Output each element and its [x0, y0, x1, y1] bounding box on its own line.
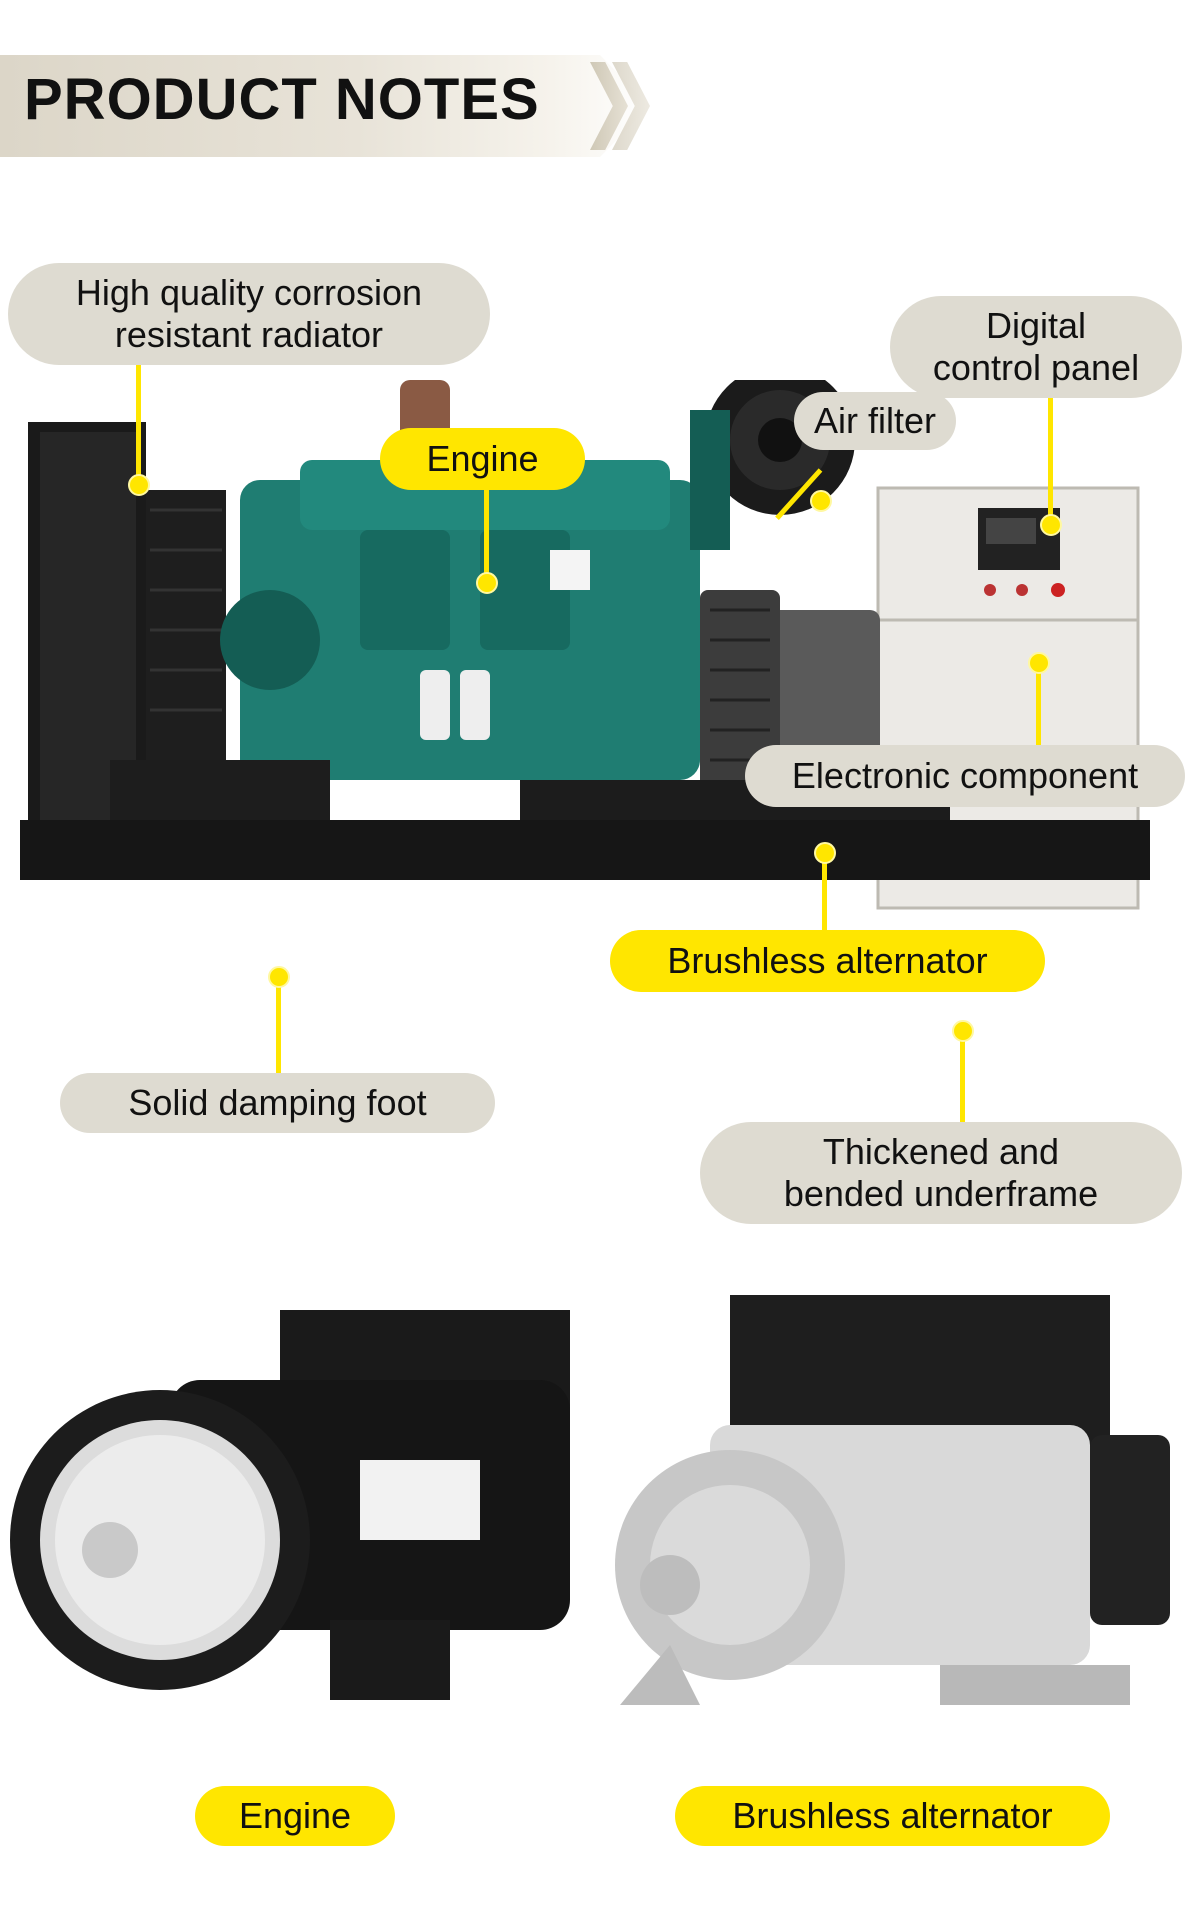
label-underframe: Thickened and bended underframe	[700, 1122, 1182, 1224]
leader-dot-radiator	[128, 474, 150, 496]
label-air-filter: Air filter	[794, 392, 956, 450]
leader-line-control-panel	[1048, 396, 1053, 516]
label-control-panel: Digital control panel	[890, 296, 1182, 398]
label-damping-foot: Solid damping foot	[60, 1073, 495, 1133]
label-engine: Engine	[380, 428, 585, 490]
leader-dot-damping-foot	[268, 966, 290, 988]
leader-dot-engine	[476, 572, 498, 594]
label-electronic-component: Electronic component	[745, 745, 1185, 807]
leader-line-underframe	[960, 1030, 965, 1125]
leader-dot-air-filter	[810, 490, 832, 512]
leader-dot-electronic	[1028, 652, 1050, 674]
leader-line-engine	[484, 490, 489, 580]
leader-line-alternator	[822, 850, 827, 935]
header-banner	[0, 55, 650, 157]
leader-dot-underframe	[952, 1020, 974, 1042]
label-brushless-alternator: Brushless alternator	[610, 930, 1045, 992]
label-radiator: High quality corrosion resistant radiato…	[8, 263, 490, 365]
bottom-label-engine: Engine	[195, 1786, 395, 1846]
leader-line-electronic	[1036, 665, 1041, 760]
brushless-alternator-image	[615, 1295, 1170, 1705]
bottom-label-brushless-alternator: Brushless alternator	[675, 1786, 1110, 1846]
page-title: PRODUCT NOTES	[24, 67, 540, 132]
leader-dot-control-panel	[1040, 514, 1062, 536]
generator-set-image	[20, 380, 1150, 910]
engine-alternator-image	[10, 1310, 570, 1700]
leader-line-damping-foot	[276, 975, 281, 1075]
leader-dot-alternator	[814, 842, 836, 864]
leader-line-radiator	[136, 362, 141, 484]
